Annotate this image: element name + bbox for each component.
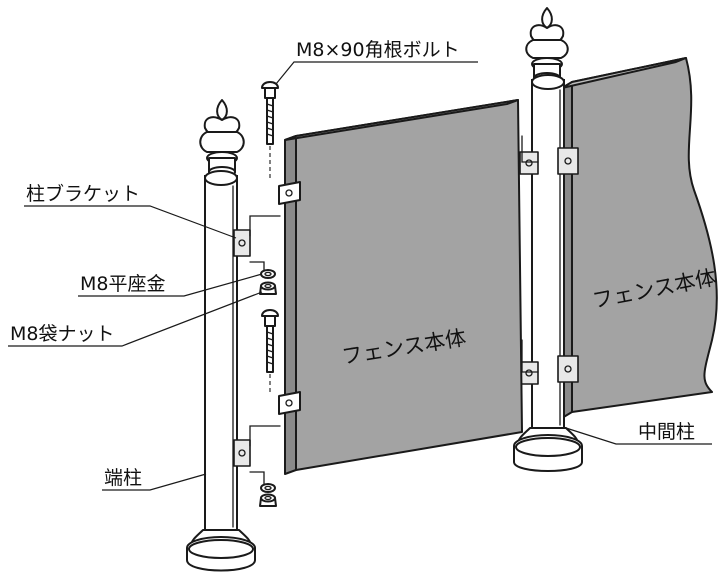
post-bracket-label: 柱ブラケット	[26, 182, 140, 205]
flat-washer-label: M8平座金	[80, 273, 165, 295]
back-fence-panel: フェンス本体	[561, 57, 718, 419]
bolt-label: M8×90角根ボルト	[296, 39, 460, 61]
callout-end-post: 端柱	[102, 467, 207, 491]
washer-upper	[260, 269, 276, 279]
middle-post-label: 中間柱	[638, 421, 695, 443]
callout-bolt: M8×90角根ボルト	[275, 39, 478, 85]
callout-cap-nut: M8袋ナット	[8, 291, 263, 347]
callout-flat-washer: M8平座金	[78, 273, 263, 297]
cap-nut-upper	[259, 281, 277, 295]
middle-post	[513, 7, 583, 472]
cap-nut-lower	[259, 493, 277, 507]
callout-middle-post: 中間柱	[565, 421, 712, 445]
assembly-guide-lines	[249, 135, 539, 485]
end-post	[186, 99, 256, 572]
square-neck-bolt-lower	[261, 309, 279, 392]
end-post-label: 端柱	[104, 467, 142, 489]
square-neck-bolt-upper	[261, 81, 279, 180]
washer-lower	[260, 483, 276, 493]
callout-post-bracket: 柱ブラケット	[24, 182, 237, 239]
cap-nut-label: M8袋ナット	[10, 323, 114, 345]
front-fence-panel: フェンス本体	[278, 99, 523, 475]
